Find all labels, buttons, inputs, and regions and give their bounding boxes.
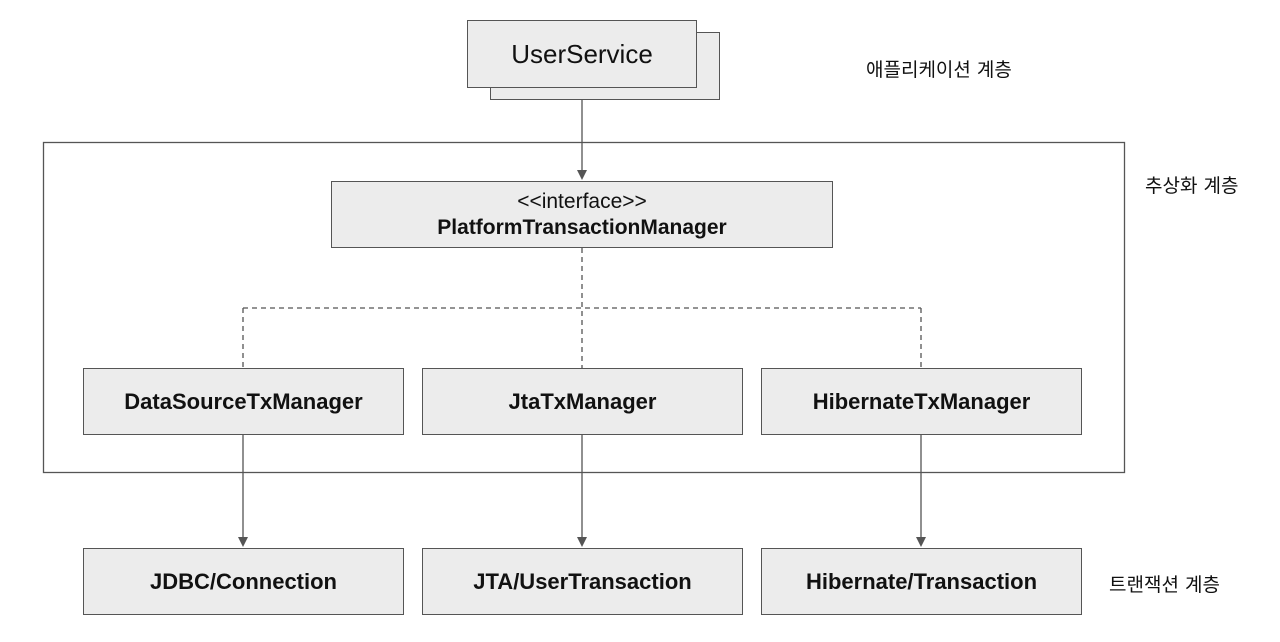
datasource-tx-manager-box: DataSourceTxManager	[83, 368, 404, 435]
hibernate-transaction-box: Hibernate/Transaction	[761, 548, 1082, 615]
abstraction-layer-label: 추상화 계층	[1145, 175, 1239, 197]
hibernate-tx-manager-box: HibernateTxManager	[761, 368, 1082, 435]
jta-usertransaction-label: JTA/UserTransaction	[473, 568, 692, 594]
jta-tx-manager-label: JtaTxManager	[508, 388, 657, 414]
realization-lines	[242, 248, 922, 368]
jta-tx-manager-box: JtaTxManager	[422, 368, 743, 435]
abstraction-layer-frame	[42, 141, 1126, 474]
jta-usertransaction-box: JTA/UserTransaction	[422, 548, 743, 615]
jdbc-connection-label: JDBC/Connection	[150, 568, 337, 594]
transaction-layer-label: 트랜잭션 계층	[1109, 574, 1220, 596]
datasource-tx-manager-label: DataSourceTxManager	[124, 388, 363, 414]
userservice-label: UserService	[511, 38, 653, 69]
hibernate-transaction-label: Hibernate/Transaction	[805, 568, 1038, 594]
hibernate-tx-manager-label: HibernateTxManager	[812, 388, 1031, 414]
interface-stereotype: <<interface>>	[517, 189, 647, 213]
userservice-box: UserService	[467, 20, 697, 88]
platform-transaction-manager-box: <<interface>> PlatformTransactionManager	[331, 181, 833, 248]
interface-name: PlatformTransactionManager	[437, 215, 727, 239]
application-layer-label: 애플리케이션 계층	[866, 59, 1012, 81]
jdbc-connection-box: JDBC/Connection	[83, 548, 404, 615]
